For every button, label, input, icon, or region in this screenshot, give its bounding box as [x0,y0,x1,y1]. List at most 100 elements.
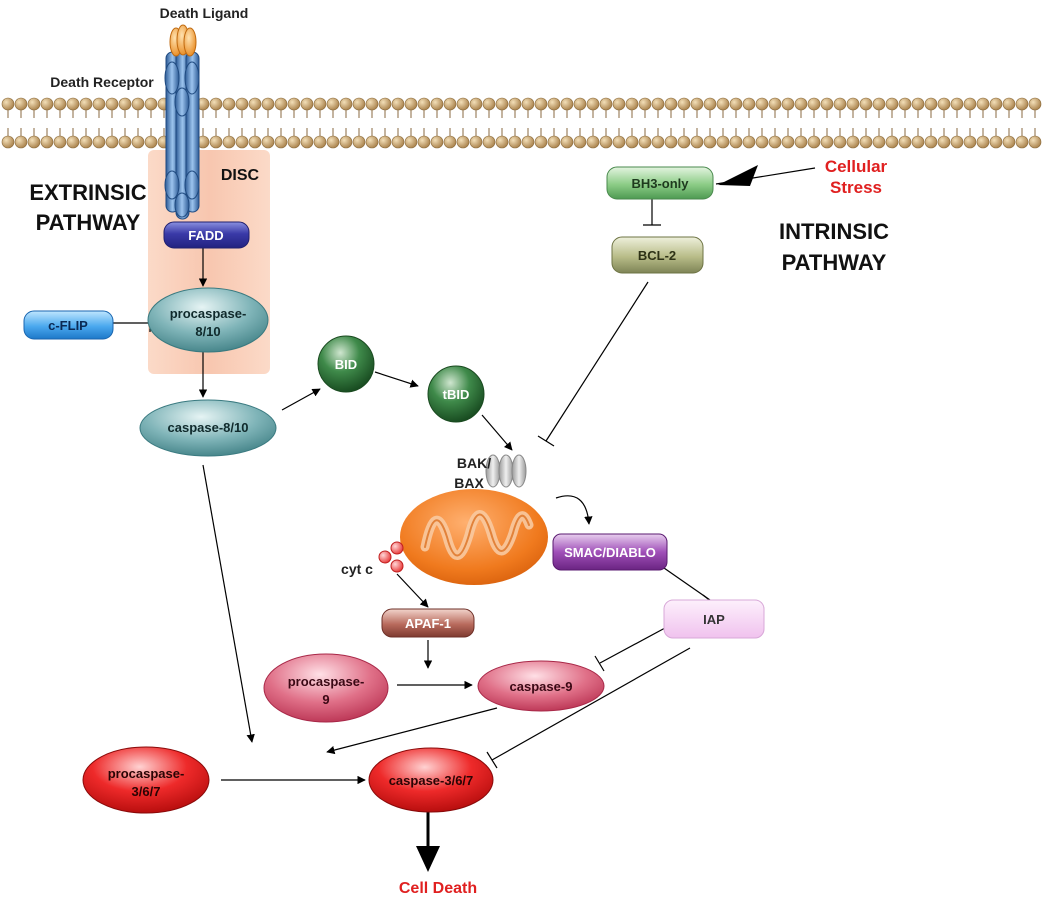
bak-bax-label-line1: BAK/ [457,455,491,471]
lipid-head [66,97,80,111]
procaspase9-label-line2: 9 [322,692,329,707]
lipid-head [391,97,405,111]
lipid-head [911,135,925,149]
lipid-head [443,97,457,111]
lipid-head [1028,97,1042,111]
lipid-head [898,97,912,111]
procaspase810-label-line1: procaspase- [170,306,247,321]
arrow-bid-to-tbid [374,371,419,388]
cytochrome-c-icon [378,541,404,573]
lipid-head [261,135,275,149]
cflip-node [23,310,114,340]
lipid-head [690,97,704,111]
lipid-head [833,135,847,149]
lipid-head [391,135,405,149]
lipid-head [222,135,236,149]
mitochondrion-icon [400,489,548,585]
lipid-head [378,97,392,111]
arrow-cytc-to-apaf1 [396,573,429,608]
lipid-head [521,135,535,149]
procaspase9-label-line1: procaspase- [288,674,365,689]
lipid-head [326,135,340,149]
lipid-head [417,97,431,111]
lipid-head [456,97,470,111]
lipid-head [976,97,990,111]
lipid-head [612,135,626,149]
lipid-head [209,97,223,111]
lipid-head [625,135,639,149]
lipid-head [729,135,743,149]
lipid-head [495,135,509,149]
lipid-head [885,97,899,111]
lipid-head [742,135,756,149]
caspase810-label: caspase-8/10 [168,420,249,435]
lipid-head [365,135,379,149]
lipid-head [313,135,327,149]
bid-label: BID [335,357,357,372]
lipid-head [742,97,756,111]
lipid-head [924,135,938,149]
lipid-head [534,135,548,149]
disc-label: DISC [221,167,260,184]
lipid-head [235,97,249,111]
lipid-head [235,135,249,149]
arrow-caspase9-to-caspase367 [326,707,498,755]
lipid-head [950,135,964,149]
lipid-head [872,135,886,149]
lipid-head [794,135,808,149]
lipid-head [534,97,548,111]
arrow-caspase810-to-bid [281,388,321,411]
lipid-head [859,97,873,111]
lipid-head [209,135,223,149]
lipid-head [27,97,41,111]
inhibit-iap-caspase367-bar [486,751,498,769]
lipid-head [924,97,938,111]
caspase367-label: caspase-3/6/7 [389,773,474,788]
lipid-head [92,97,106,111]
death-receptor-label: Death Receptor [50,74,154,90]
lipid-head [40,97,54,111]
lipid-head [950,97,964,111]
lipid-head [768,97,782,111]
inhibit-iap-caspase9-line [599,627,666,664]
lipid-head [885,135,899,149]
smac-diablo-node [552,533,668,571]
bh3-only-node [606,166,714,200]
intrinsic-label-line1: INTRINSIC [779,219,889,244]
bcl2-label: BCL-2 [638,248,676,263]
lipid-head [651,135,665,149]
inhibit-smac-line [663,567,711,601]
lipid-head [612,97,626,111]
lipid-head [677,97,691,111]
lipid-head [482,97,496,111]
procaspase367-label-line1: procaspase- [108,766,185,781]
death-receptor-icon [164,43,200,220]
lipid-head [755,97,769,111]
inhibit-iap-caspase9-bar [594,655,605,672]
arrow-stress-to-bh3-head [718,165,758,186]
lipid-head [1028,135,1042,149]
apaf1-node [381,608,475,638]
lipid-head [365,97,379,111]
lipid-head [1,97,15,111]
lipid-head [14,135,28,149]
lipid-head [118,97,132,111]
lipid-head [14,97,28,111]
lipid-head [378,135,392,149]
lipid-head [131,135,145,149]
procaspase9-node [263,653,389,723]
lipid-head [807,135,821,149]
lipid-head [352,135,366,149]
lipid-head [859,135,873,149]
lipid-head [456,135,470,149]
lipid-head [820,135,834,149]
intrinsic-label-line2: PATHWAY [782,250,887,275]
lipid-head [53,135,67,149]
lipid-head [560,97,574,111]
lipid-head [469,135,483,149]
lipid-head [703,135,717,149]
lipid-head [404,97,418,111]
lipid-head [352,97,366,111]
lipid-head [599,135,613,149]
arrow-caspase810-to-caspase367 [202,464,255,743]
